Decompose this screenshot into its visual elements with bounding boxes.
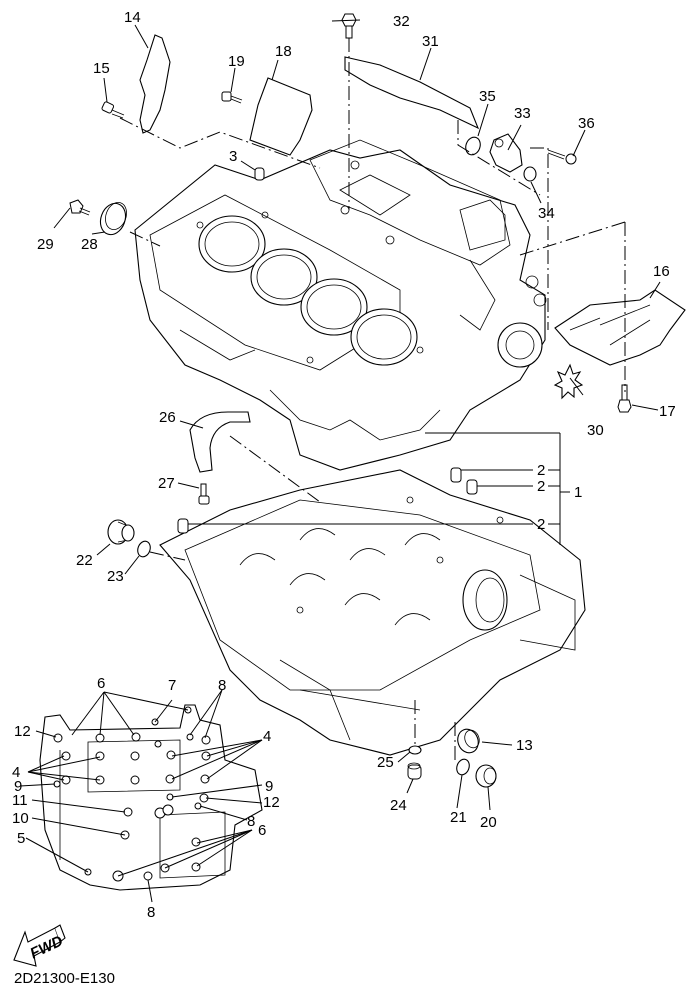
callout-4a: 4 — [12, 764, 20, 781]
callout-8c: 8 — [147, 904, 155, 921]
callout-2c: 2 — [537, 516, 545, 533]
callout-11: 11 — [12, 792, 28, 809]
part-30-rotor — [553, 363, 584, 400]
callout-13: 13 — [516, 737, 533, 754]
callout-3: 3 — [229, 148, 237, 165]
drawing-code: 2D21300-E130 — [14, 970, 115, 987]
part-32-bolt — [341, 13, 357, 39]
callout-29: 29 — [37, 236, 54, 253]
part-34-seal — [523, 166, 537, 182]
part-17-bolt — [617, 384, 632, 413]
part-2-dowel — [177, 518, 189, 534]
alignment-lines — [119, 38, 626, 760]
callout-20: 20 — [480, 814, 497, 831]
part-24-spacer — [407, 762, 422, 780]
callout-9a: 9 — [14, 778, 22, 795]
callout-36: 36 — [578, 115, 595, 132]
part-31-chain-guide — [344, 56, 480, 130]
callout-labels: 14 15 19 18 32 31 35 33 36 34 3 29 28 16… — [12, 9, 676, 921]
part-14-cover — [139, 34, 171, 134]
callout-26: 26 — [159, 409, 176, 426]
part-36-bolt — [547, 149, 577, 165]
callout-1: 1 — [574, 484, 582, 501]
lower-crankcase — [159, 469, 586, 756]
callout-22: 22 — [76, 552, 93, 569]
callout-27: 27 — [158, 475, 175, 492]
callout-35: 35 — [479, 88, 496, 105]
part-15-bolt — [101, 101, 125, 119]
callout-10: 10 — [12, 810, 29, 827]
callout-6b: 6 — [258, 822, 266, 839]
part-13-plug — [457, 728, 480, 754]
callout-6a: 6 — [97, 675, 105, 692]
part-25-o-ring — [408, 745, 422, 755]
callout-34: 34 — [538, 205, 555, 222]
part-18-bracket — [249, 77, 313, 156]
part-20-plug — [475, 764, 497, 788]
part-21-o-ring — [456, 758, 470, 776]
callout-7: 7 — [168, 677, 176, 694]
callout-2b: 2 — [537, 478, 545, 495]
callout-14: 14 — [124, 9, 141, 26]
part-29-bolt — [69, 199, 91, 216]
callout-32: 32 — [393, 13, 410, 30]
part-26-cover — [189, 411, 251, 473]
part-22-plug — [107, 519, 135, 545]
callout-12a: 12 — [14, 723, 31, 740]
callout-30: 30 — [587, 422, 604, 439]
part-28-cap — [99, 202, 127, 236]
cylinder-bores — [198, 215, 418, 366]
callout-18: 18 — [275, 43, 292, 60]
callout-33: 33 — [514, 105, 531, 122]
callout-9b: 9 — [265, 778, 273, 795]
callout-2a: 2 — [537, 462, 545, 479]
part-33-sensor — [489, 133, 523, 173]
callout-12b: 12 — [263, 794, 280, 811]
callout-5: 5 — [17, 830, 25, 847]
part-19-bolt — [221, 91, 243, 104]
callout-8b: 8 — [247, 813, 255, 830]
callout-8a: 8 — [218, 677, 226, 694]
callout-4b: 4 — [263, 728, 271, 745]
callout-21: 21 — [450, 809, 467, 826]
callout-19: 19 — [228, 53, 245, 70]
part-2-dowel — [466, 479, 478, 495]
callout-24: 24 — [390, 797, 407, 814]
fwd-arrow-icon: FWD — [13, 924, 66, 967]
callout-25: 25 — [377, 754, 394, 771]
part-3-dowel — [254, 167, 265, 181]
part-23-o-ring — [137, 540, 151, 558]
part-16-baffle-plate — [554, 289, 686, 366]
callout-31: 31 — [422, 33, 439, 50]
callout-17: 17 — [659, 403, 676, 420]
leader-lines — [19, 19, 661, 903]
callout-28: 28 — [81, 236, 98, 253]
part-35-o-ring — [465, 136, 481, 156]
callout-16: 16 — [653, 263, 670, 280]
part-2-dowel — [450, 467, 462, 483]
callout-15: 15 — [93, 60, 110, 77]
part-27-bolt — [198, 483, 210, 505]
upper-crankcase — [134, 139, 547, 471]
callout-23: 23 — [107, 568, 124, 585]
